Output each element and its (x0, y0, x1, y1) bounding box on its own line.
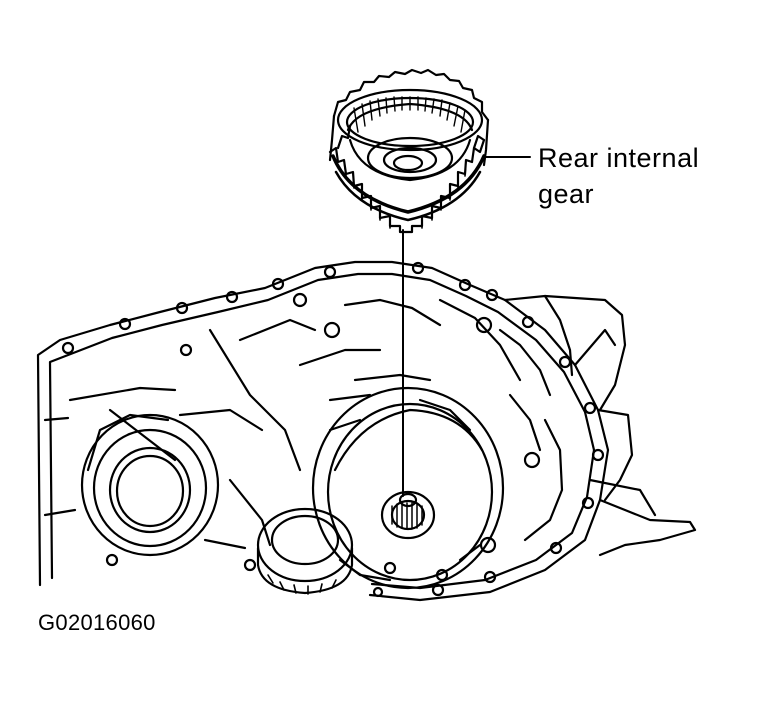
center-bore (313, 388, 503, 588)
figure-id: G02016060 (38, 610, 156, 635)
rear-internal-gear-drawing (330, 70, 488, 232)
callout-label-line1: Rear internal (538, 143, 700, 173)
transaxle-case (38, 262, 695, 600)
left-bearing-bore (82, 415, 218, 555)
oil-seal-ring (258, 509, 352, 594)
callout-label-line2: gear (538, 179, 595, 209)
flange-bolt-holes (63, 263, 603, 596)
output-shaft (382, 492, 434, 538)
